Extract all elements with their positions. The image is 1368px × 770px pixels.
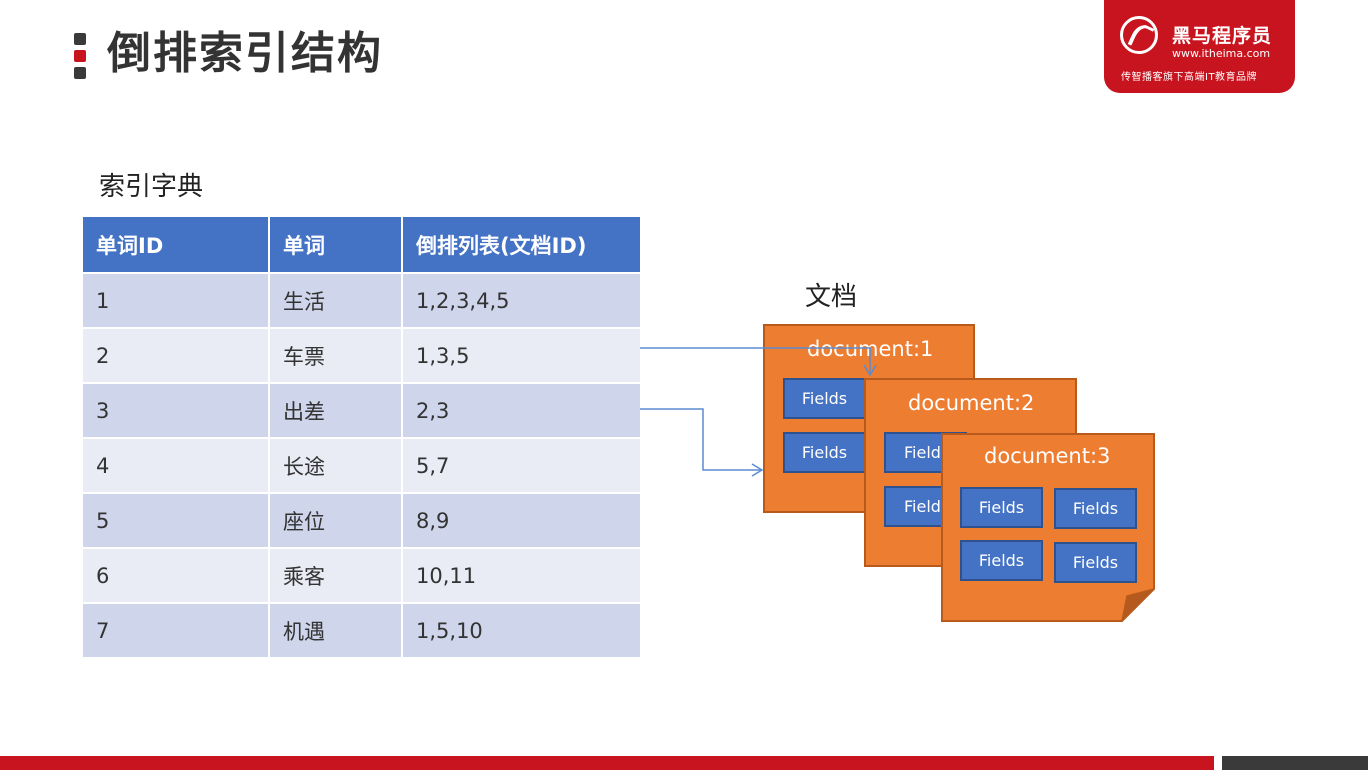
logo-slogan: 传智播客旗下高端IT教育品牌 <box>1121 72 1258 83</box>
cell-word: 长途 <box>268 437 403 494</box>
cell-word: 出差 <box>268 382 403 439</box>
cell-word: 机遇 <box>268 602 403 659</box>
table-row: 3 出差 2,3 <box>81 382 642 439</box>
cell-word: 乘客 <box>268 547 403 604</box>
arrow-head-icon <box>863 364 877 377</box>
footer-bar-dark <box>1222 756 1368 770</box>
table-row: 2 车票 1,3,5 <box>81 327 642 384</box>
cell-word-id: 6 <box>81 547 270 604</box>
column-header-word: 单词 <box>268 215 403 274</box>
column-header-posting-list: 倒排列表(文档ID) <box>401 215 642 274</box>
table-row: 5 座位 8,9 <box>81 492 642 549</box>
field-box: Fields <box>960 540 1043 581</box>
field-box: Fields <box>1054 542 1137 583</box>
cell-posting-list: 8,9 <box>401 492 642 549</box>
document-label: document:3 <box>984 444 1111 468</box>
cell-posting-list: 2,3 <box>401 382 642 439</box>
column-header-word-id: 单词ID <box>81 215 270 274</box>
cell-word-id: 4 <box>81 437 270 494</box>
cell-word-id: 2 <box>81 327 270 384</box>
table-row: 6 乘客 10,11 <box>81 547 642 604</box>
brand-logo: 黑马程序员 www.itheima.com 传智播客旗下高端IT教育品牌 <box>1104 0 1295 93</box>
logo-url: www.itheima.com <box>1172 47 1271 60</box>
page-title: 倒排索引结构 <box>107 28 383 79</box>
field-box: Fields <box>960 487 1043 528</box>
horse-logo-icon <box>1120 16 1158 54</box>
cell-word: 座位 <box>268 492 403 549</box>
footer-bar-red <box>0 756 1214 770</box>
cell-posting-list: 5,7 <box>401 437 642 494</box>
title-marker-icon <box>74 33 86 79</box>
field-box: Fields <box>783 378 866 419</box>
index-dictionary-table: 单词ID 单词 倒排列表(文档ID) 1 生活 1,2,3,4,5 2 车票 1… <box>81 215 642 659</box>
table-header-row: 单词ID 单词 倒排列表(文档ID) <box>81 215 642 274</box>
document-card-3: document:3 Fields Fields Fields Fields <box>941 433 1155 622</box>
cell-word: 生活 <box>268 272 403 329</box>
cell-posting-list: 1,3,5 <box>401 327 642 384</box>
documents-title: 文档 <box>805 282 858 312</box>
arrow-to-document-1 <box>640 347 871 374</box>
table-row: 4 长途 5,7 <box>81 437 642 494</box>
arrow-head-icon <box>751 463 764 477</box>
logo-name: 黑马程序员 <box>1172 25 1273 47</box>
cell-word: 车票 <box>268 327 403 384</box>
cell-word-id: 1 <box>81 272 270 329</box>
field-box: Fields <box>1054 488 1137 529</box>
cell-word-id: 7 <box>81 602 270 659</box>
arrow-to-document-2 <box>640 408 762 471</box>
cell-word-id: 5 <box>81 492 270 549</box>
cell-word-id: 3 <box>81 382 270 439</box>
cell-posting-list: 10,11 <box>401 547 642 604</box>
cell-posting-list: 1,2,3,4,5 <box>401 272 642 329</box>
document-label: document:2 <box>908 391 1035 415</box>
table-row: 7 机遇 1,5,10 <box>81 602 642 659</box>
dictionary-title: 索引字典 <box>99 172 204 202</box>
cell-posting-list: 1,5,10 <box>401 602 642 659</box>
table-row: 1 生活 1,2,3,4,5 <box>81 272 642 329</box>
